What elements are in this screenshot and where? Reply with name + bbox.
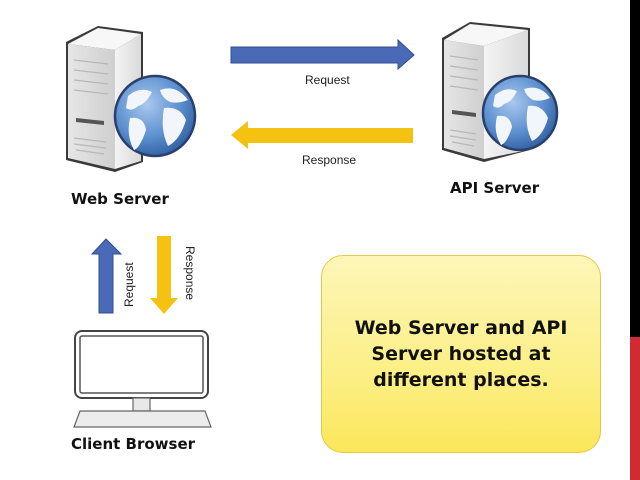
accent-bar-red <box>630 337 640 480</box>
request-label-vertical: Request <box>122 262 136 307</box>
response-arrow-left <box>231 121 413 149</box>
note-text: Web Server and API Server hosted at diff… <box>354 317 568 391</box>
client-browser-icon <box>73 330 212 428</box>
client-browser-label: Client Browser <box>71 435 196 453</box>
note-box: Web Server and API Server hosted at diff… <box>321 255 601 453</box>
request-arrow-right <box>230 38 415 71</box>
response-arrow-down <box>150 236 178 314</box>
request-label-horizontal: Request <box>305 73 350 87</box>
api-server-icon <box>442 22 559 162</box>
response-label-vertical: Response <box>183 246 197 301</box>
request-arrow-up <box>90 238 123 314</box>
response-label-horizontal: Response <box>302 153 357 167</box>
api-server-label: API Server <box>450 179 540 197</box>
accent-bar-black <box>630 0 640 337</box>
web-server-label: Web Server <box>71 190 169 208</box>
web-server-icon <box>66 26 197 172</box>
